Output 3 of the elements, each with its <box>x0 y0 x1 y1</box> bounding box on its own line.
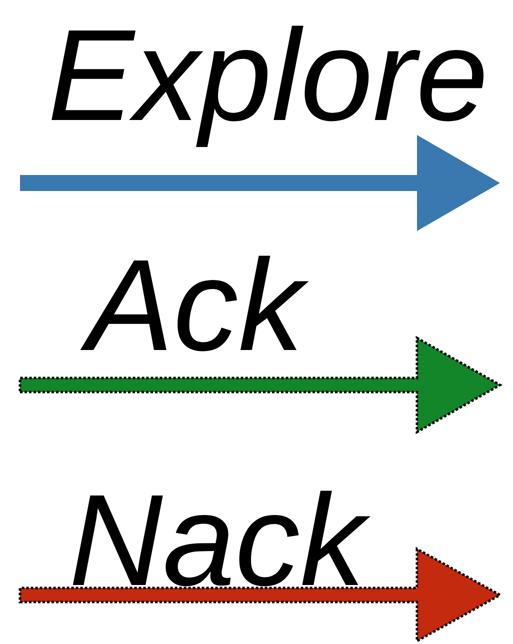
legend-text: Nack <box>72 490 370 586</box>
legend-text: Explore <box>52 26 484 147</box>
legend-text: Ack <box>80 256 309 352</box>
